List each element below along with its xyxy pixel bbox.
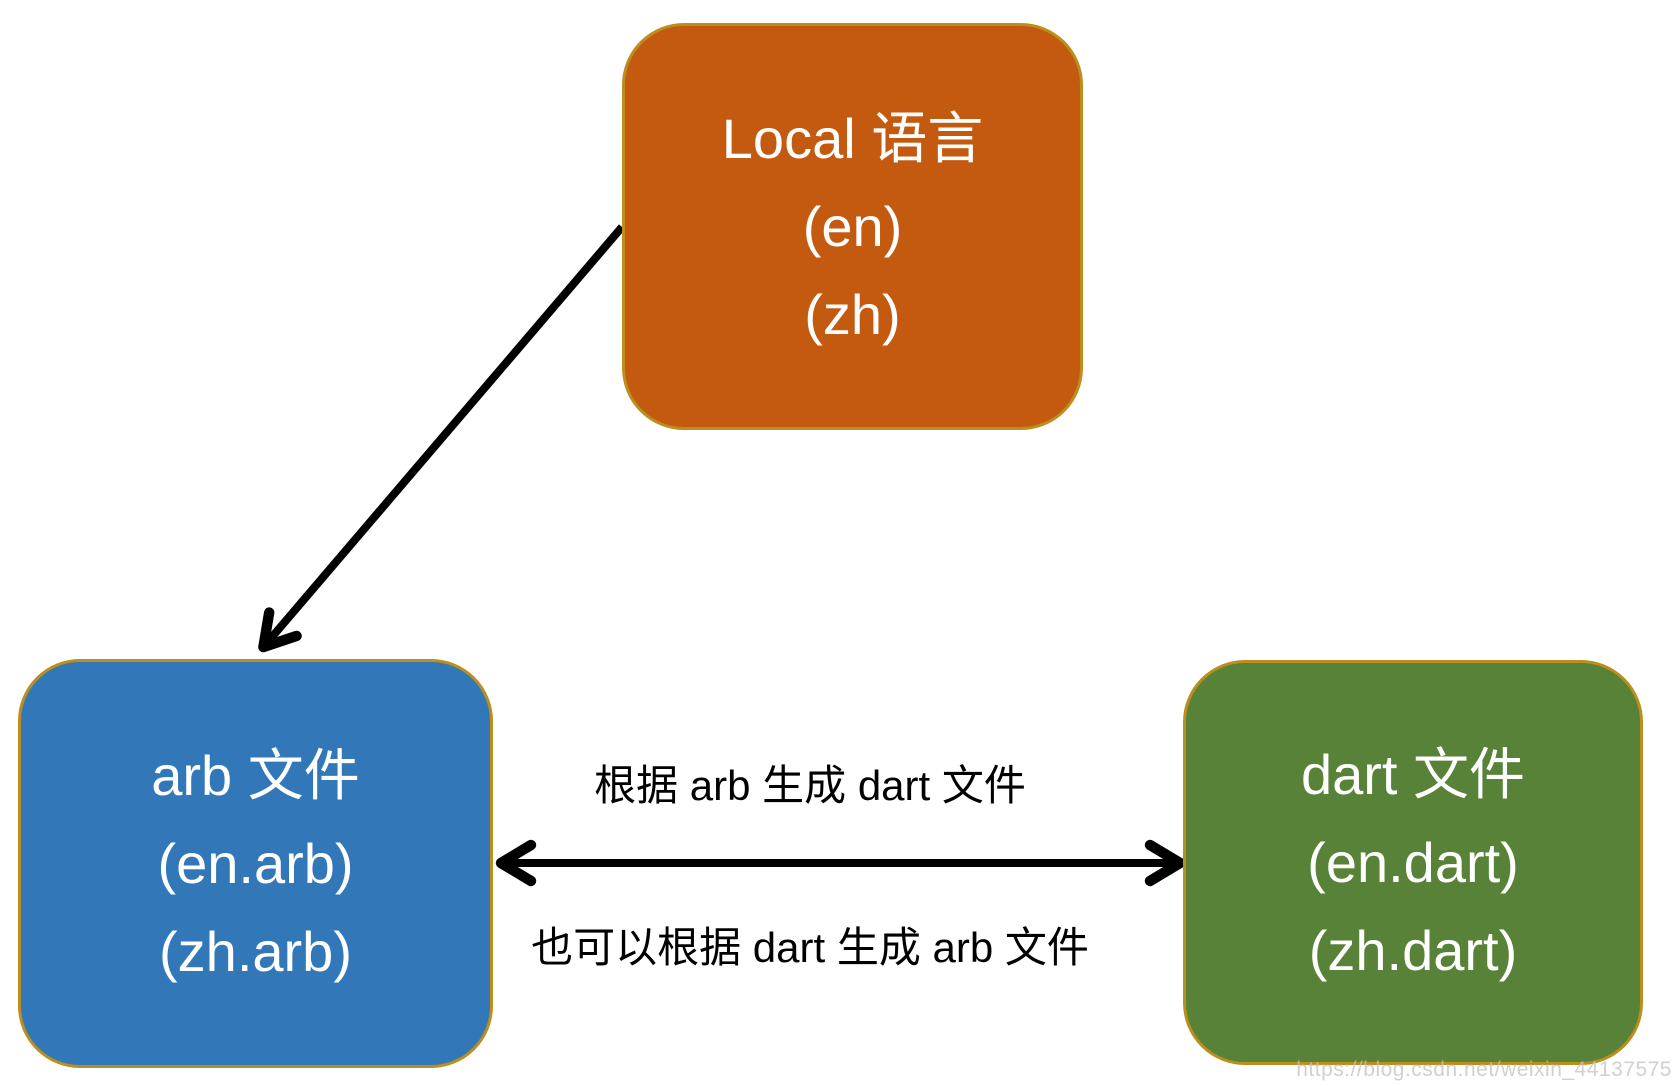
node-arb-line-zh-arb: (zh.arb) [159,919,352,983]
edge-label-arb-to-dart: 根据 arb 生成 dart 文件 [594,762,1026,809]
node-local-title: Local 语言 [721,106,984,170]
node-local-line-en: (en) [802,194,903,258]
edge-label-dart-to-arb: 也可以根据 dart 生成 arb 文件 [531,924,1089,971]
node-arb-title: arb 文件 [151,743,360,807]
node-dart-line-en-dart: (en.dart) [1307,830,1519,894]
arrow-local-to-arb [258,224,626,653]
node-arb-line-en-arb: (en.arb) [157,831,354,895]
node-arb-files: arb 文件 (en.arb) (zh.arb) [18,659,493,1068]
watermark-url: https://blog.csdn.net/weixin_44137575 [1296,1058,1672,1081]
node-dart-title: dart 文件 [1300,742,1526,806]
node-dart-files: dart 文件 (en.dart) (zh.dart) [1183,660,1643,1065]
node-local-language: Local 语言 (en) (zh) [622,23,1083,430]
node-dart-line-zh-dart: (zh.dart) [1308,918,1518,982]
node-local-line-zh: (zh) [804,282,901,346]
